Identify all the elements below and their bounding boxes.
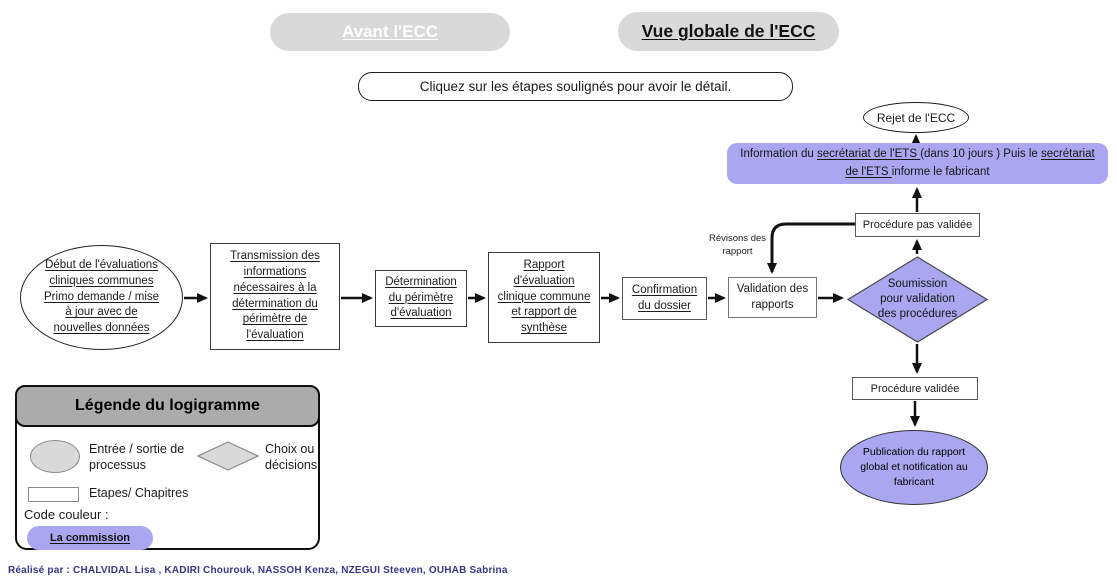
node-validation-rapports-label: Validation des rapports [736,282,809,311]
arrow-pas-validee-loop-to-validation [767,222,855,274]
node-rapport-evaluation-label: Rapport d'évaluation clinique commune et… [497,258,591,335]
legend-diamond-icon [197,441,259,471]
node-procedure-pas-validee: Procédure pas validée [855,213,980,237]
secretariat-ets-link-1[interactable]: secrétariat de l'ETS [817,148,921,161]
node-determination-perimetre[interactable]: Détermination du périmètre d'évaluation [375,270,467,327]
node-rapport-evaluation[interactable]: Rapport d'évaluation clinique commune et… [488,252,600,343]
information-text: Information du secrétariat de l'ETS (dan… [739,146,1096,181]
node-debut-evaluations-label: Début de l'évaluations cliniques commune… [43,258,160,335]
node-soumission-validation-label: Soumission pour validation des procédure… [877,278,958,320]
legend-header: Légende du logigramme [15,385,320,427]
legend-entree-sortie-label: Entrée / sortie de processus [89,442,185,473]
legend-title: Légende du logigramme [75,397,260,414]
legend-choix-decisions-label: Choix ou décisions [265,442,318,473]
node-validation-rapports: Validation des rapports [728,277,817,318]
node-debut-evaluations[interactable]: Début de l'évaluations cliniques commune… [20,245,183,350]
legend-commission-label: La commission [49,532,131,544]
node-transmission-informations-label: Transmission des informations nécessaire… [230,249,320,342]
node-determination-perimetre-label: Détermination du périmètre d'évaluation [385,276,457,320]
tab-avant-ecc-label: Avant l'ECC [342,22,438,41]
node-procedure-pas-validee-label: Procédure pas validée [862,219,973,231]
instruction-text: Cliquez sur les étapes soulignés pour av… [419,79,732,94]
tab-avant-ecc[interactable]: Avant l'ECC [270,13,510,51]
secretariat-ets-link-2[interactable]: secrétariat de l'ETS [845,148,1095,178]
node-procedure-validee-label: Procédure validée [870,382,960,395]
node-transmission-informations[interactable]: Transmission des informations nécessaire… [210,243,340,350]
node-rejet-ecc-label: Rejet de l'ECC [876,110,956,125]
node-confirmation-dossier-label: Confirmation du dossier [631,283,698,312]
node-publication-rapport-label: Publication du rapport global et notific… [860,446,968,488]
instruction-banner: Cliquez sur les étapes soulignés pour av… [358,72,793,101]
information-part1: Information du [740,148,818,161]
credits-text: Réalisé par : CHALVIDAL Lisa , KADIRI Ch… [8,565,508,576]
legend-commission-pill[interactable]: La commission [27,526,153,550]
legend: Légende du logigramme Entrée / sortie de… [15,385,320,550]
information-part3: informe le fabricant [891,165,990,178]
node-soumission-validation-diamond: Soumission pour validation des procédure… [846,256,989,343]
legend-code-couleur-label: Code couleur : [24,507,109,522]
diamond-shape-icon [846,256,989,343]
revisions-annotation: Révisons des rapport [708,233,767,257]
node-information-secretariat: Information du secrétariat de l'ETS (dan… [727,143,1108,184]
legend-ellipse-icon [30,440,80,473]
tab-vue-globale-ecc[interactable]: Vue globale de l'ECC [618,12,839,51]
legend-rectangle-icon [28,487,79,502]
node-procedure-validee: Procédure validée [852,377,978,400]
node-rejet-ecc: Rejet de l'ECC [863,102,969,133]
node-confirmation-dossier[interactable]: Confirmation du dossier [622,277,707,320]
information-part2: (dans 10 jours ) Puis le [920,148,1042,161]
tab-vue-globale-ecc-label: Vue globale de l'ECC [641,21,816,41]
legend-etapes-chapitres-label: Etapes/ Chapitres [89,486,189,500]
node-publication-rapport: Publication du rapport global et notific… [840,430,988,505]
